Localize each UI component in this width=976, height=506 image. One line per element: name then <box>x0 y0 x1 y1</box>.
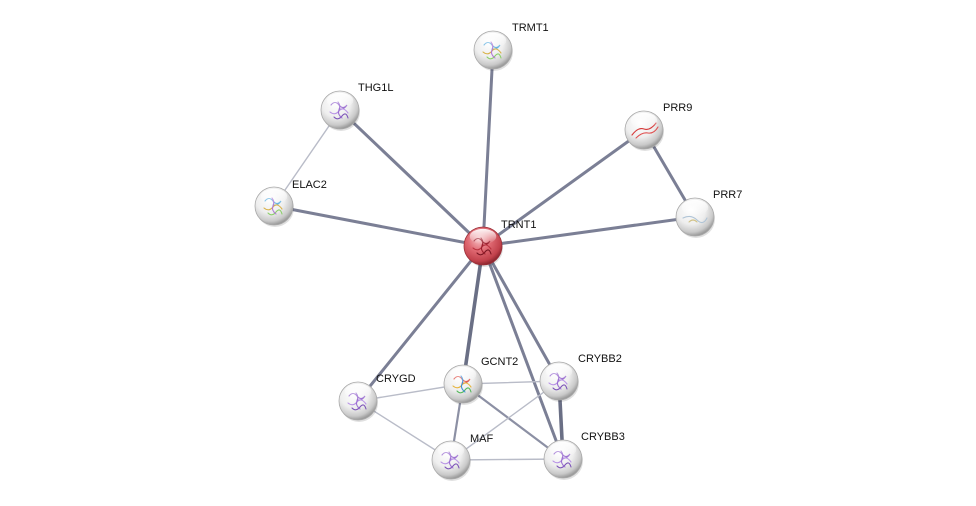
node-label-trmt1: TRMT1 <box>512 22 549 34</box>
node-crybb2[interactable]: CRYBB2 <box>539 353 622 402</box>
node-gcnt2[interactable]: GCNT2 <box>443 356 518 405</box>
edge-trnt1-crybb3[interactable] <box>481 244 565 461</box>
edge-trnt1-prr9[interactable] <box>481 128 646 248</box>
node-label-crybb3: CRYBB3 <box>581 431 625 443</box>
node-maf[interactable]: MAF <box>431 433 494 481</box>
edge-maf-crybb2[interactable] <box>450 380 560 461</box>
node-highlight <box>344 383 372 400</box>
edge-trnt1-elac2[interactable] <box>272 204 485 248</box>
edge-trnt1-gcnt2[interactable] <box>461 244 485 386</box>
edge-trnt1-prr7[interactable] <box>481 215 697 248</box>
node-highlight <box>545 363 573 380</box>
node-highlight <box>437 442 465 459</box>
node-label-prr9: PRR9 <box>663 102 692 114</box>
node-highlight <box>469 228 497 245</box>
node-highlight <box>681 199 709 216</box>
faint-strand-icon <box>682 215 708 224</box>
node-prr9[interactable]: PRR9 <box>624 102 692 151</box>
node-highlight <box>630 112 658 129</box>
node-label-gcnt2: GCNT2 <box>481 356 518 368</box>
edge-trnt1-thg1l[interactable] <box>338 108 485 248</box>
edge-gcnt2-crybb3[interactable] <box>461 382 565 461</box>
node-label-crygd: CRYGD <box>376 373 416 385</box>
node-label-crybb2: CRYBB2 <box>578 353 622 365</box>
node-highlight <box>549 441 577 458</box>
edge-thg1l-elac2[interactable] <box>273 109 341 207</box>
node-highlight <box>260 188 288 205</box>
node-label-thg1l: THG1L <box>358 82 393 94</box>
node-thg1l[interactable]: THG1L <box>320 82 393 131</box>
node-label-prr7: PRR7 <box>713 189 742 201</box>
node-label-trnt1: TRNT1 <box>501 219 536 231</box>
node-trmt1[interactable]: TRMT1 <box>473 22 549 71</box>
edge-trnt1-crybb2[interactable] <box>481 244 561 383</box>
node-elac2[interactable]: ELAC2 <box>254 179 327 227</box>
node-trnt1[interactable]: TRNT1 <box>463 219 536 267</box>
node-crygd[interactable]: CRYGD <box>338 373 416 422</box>
node-label-elac2: ELAC2 <box>292 179 327 191</box>
node-highlight <box>326 92 354 109</box>
edge-trnt1-trmt1[interactable] <box>481 48 495 248</box>
node-prr7[interactable]: PRR7 <box>675 189 742 238</box>
node-crybb3[interactable]: CRYBB3 <box>543 431 625 480</box>
red-strand-icon <box>631 122 659 139</box>
edge-trnt1-crygd[interactable] <box>356 244 485 403</box>
node-highlight <box>449 366 477 383</box>
node-label-maf: MAF <box>470 433 494 445</box>
node-highlight <box>479 32 507 49</box>
